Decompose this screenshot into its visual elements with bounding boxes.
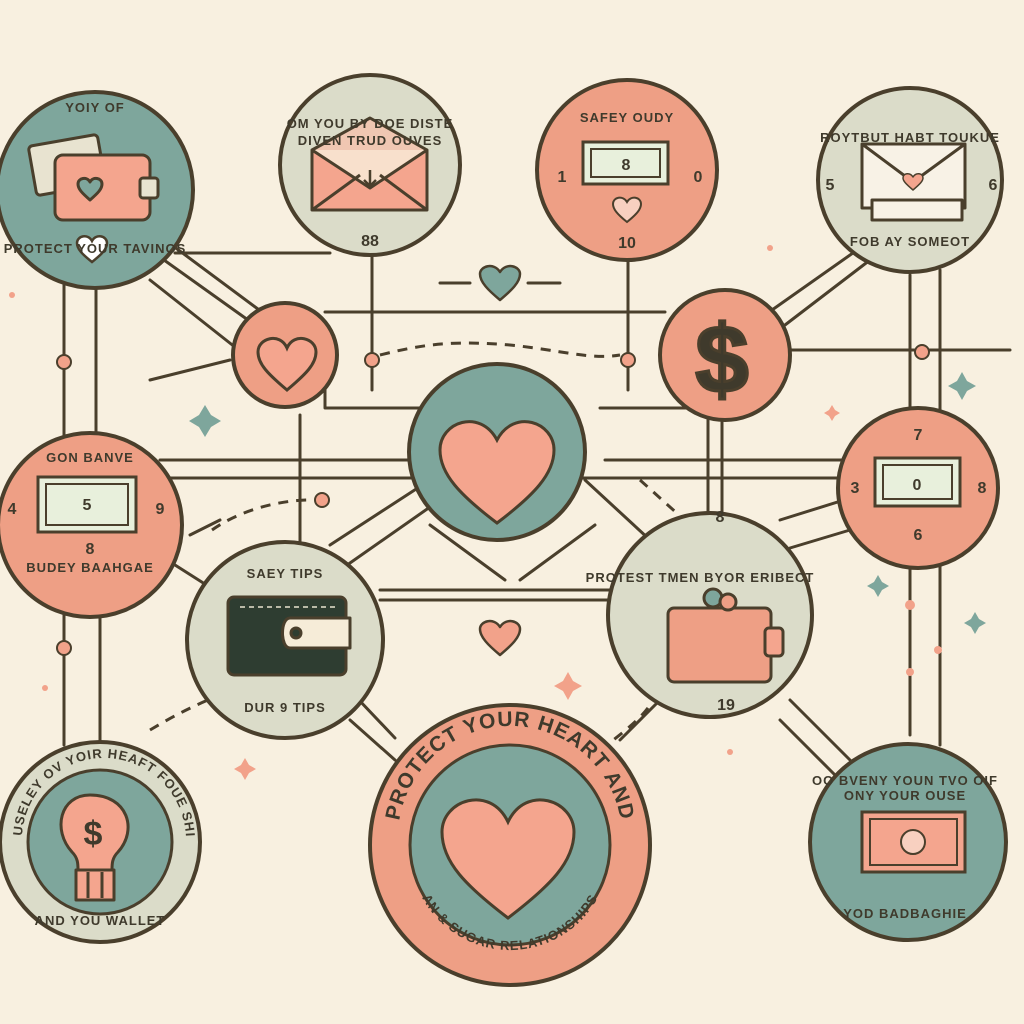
node-title: GON BANVE [46,450,134,465]
node-dollar: $ [658,288,792,422]
node-number: 88 [361,233,379,250]
node-caption: YOD BADBAGHIE [843,906,967,921]
node-caption: BUDEY BAAHGAE [26,560,154,575]
node-top-number: 7 [914,427,923,444]
node-bottom-number: 6 [914,527,923,544]
node-title: OM YOU BY DOE DISTE [287,116,454,131]
node-right-number: 6 [989,177,998,194]
bill-icon [873,456,962,508]
node-caption: FOB AY SOMEOT [850,234,970,249]
node-left-number: 5 [826,177,835,194]
node-center-number: 8 [622,157,631,174]
heart-icon [75,235,109,264]
node-heart-coral [231,301,339,409]
node-title: SAEY TIPS [247,566,324,581]
bill-icon [860,810,967,874]
heart-icon [611,196,643,224]
node-caption: PROTECT YOUR TAVINOS [4,241,187,256]
wallet-icon [226,595,352,677]
node-title: SAFEY OUDY [580,110,674,125]
wallet-icon [27,133,160,222]
node-subtitle: DIVEN TRUD OUVES [298,133,443,148]
node-title: OO BVENY YOUN TVO OIF [812,773,998,788]
node-envelope-top-right: ROYTBUT HABT TOUKUE 5 6 FOB AY SOMEOT [816,86,1004,274]
dollar-icon: $ [695,306,748,413]
node-left-number: 3 [851,480,860,497]
node-right-number: 0 [694,169,703,186]
node-left-number: 1 [558,169,567,186]
node-center-number: 0 [913,477,922,494]
node-wallet-center-left: SAEY TIPS DUR 9 TIPS [185,540,385,740]
node-number: 19 [717,697,735,714]
bill-icon [581,140,670,186]
bill-icon [36,475,138,534]
dollar-icon: $ [84,815,103,853]
wallet-icon [666,587,785,684]
heart-icon [478,264,522,657]
node-central-heart [407,362,587,542]
node-top-number: 8 [716,509,725,526]
node-right-number: 8 [978,480,987,497]
node-savings-left: GON BANVE 4 5 9 8 BUDEY BAAHGAE [0,431,184,619]
node-center-number: 5 [83,497,92,514]
connector-dots [56,344,930,656]
node-bill-right: 7 3 0 8 6 [836,406,1000,570]
envelope-icon [310,116,429,212]
node-number: 10 [618,235,636,252]
scatter-dots [9,245,942,755]
node-caption: DUR 9 TIPS [244,700,326,715]
node-number: 8 [86,541,95,558]
node-caption: AND YOU WALLET [35,913,166,928]
node-left-number: 4 [8,501,17,518]
node-cash-bottom-right: OO BVENY YOUN TVO OIF ONY YOUR OUSE YOD … [808,742,1008,942]
node-wallet-center-right: 8 PROTEST TMEN BYOR ERIBECT 19 [586,509,815,719]
node-envelope-top: OM YOU BY DOE DISTE DIVEN TRUD OUVES 88 [278,73,462,257]
envelope-icon [860,142,967,222]
node-subtitle: ONY YOUR OUSE [844,788,966,803]
node-title: ROYTBUT HABT TOUKUE [820,130,1000,145]
node-title: PROTEST TMEN BYOR ERIBECT [586,570,815,585]
heart-icon [256,337,318,392]
heart-icon [440,798,576,920]
node-title: YOIY OF [65,100,125,115]
lightbulb-icon: $ [59,793,130,902]
node-main-bottom: PROTECT YOUR HEART AND AN & SUGAR RELATI… [368,703,652,987]
node-wallet-top-left: YOIY OF PROTECT YOUR TAVINOS [0,90,195,290]
node-safety-top: SAFEY OUDY 1 8 0 10 [535,78,719,262]
heart-icon [438,420,556,525]
node-right-number: 9 [156,501,165,518]
